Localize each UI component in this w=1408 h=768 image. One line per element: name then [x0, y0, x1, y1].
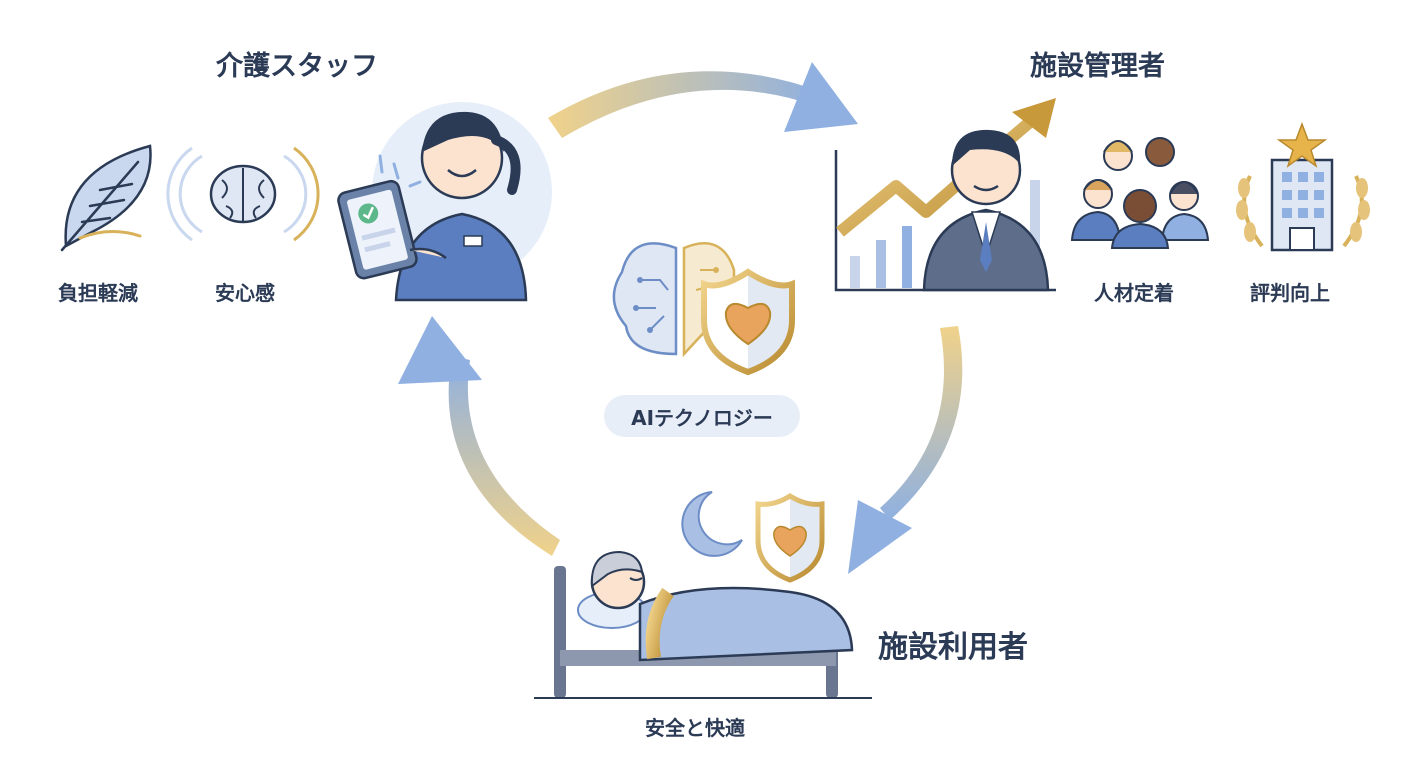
benefit-label-reputation: 評判向上	[1250, 281, 1330, 305]
nurse-tablet-icon	[337, 102, 552, 302]
hotel-star-icon	[1236, 121, 1370, 252]
feather-icon	[60, 144, 152, 252]
benefit-label-retention: 人材定着	[1094, 281, 1174, 305]
heart-shield-icon	[701, 268, 795, 376]
arrow-staff-to-manager	[548, 62, 858, 138]
manager-title: 施設管理者	[1030, 51, 1165, 82]
businessman-icon	[922, 129, 1050, 292]
resident-title: 施設利用者	[878, 630, 1028, 665]
brain-icon	[166, 146, 320, 242]
moon-icon	[681, 491, 743, 557]
benefit-label-relief: 安心感	[215, 281, 275, 305]
heart-shield-icon	[755, 493, 825, 583]
benefit-label-burden: 負担軽減	[58, 281, 138, 305]
ai-technology-pill: AIテクノロジー	[604, 395, 800, 437]
benefit-label-safety-comfort: 安全と快適	[645, 716, 745, 740]
bed-resident-icon	[534, 550, 872, 699]
team-icon	[1070, 137, 1210, 249]
arrow-resident-to-staff	[398, 316, 560, 556]
arrow-manager-to-resident	[848, 326, 963, 574]
staff-title: 介護スタッフ	[216, 51, 378, 82]
